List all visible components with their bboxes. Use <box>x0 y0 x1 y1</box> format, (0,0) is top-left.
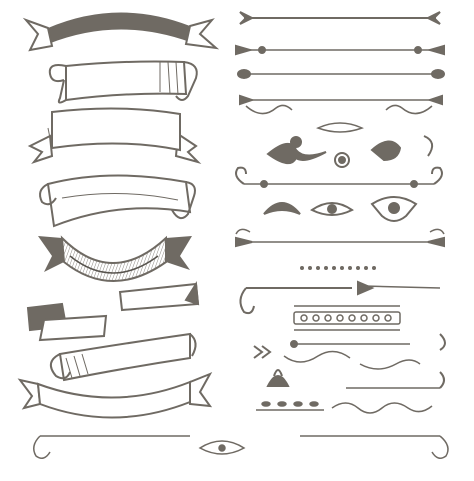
swirl-divider <box>235 166 443 188</box>
banner-tail-right <box>184 18 220 50</box>
banner-arched-solid <box>22 12 220 52</box>
corner-flourish-divider <box>33 435 449 459</box>
pearl-chain <box>300 266 376 270</box>
filigree-ornaments <box>266 122 434 168</box>
banner-smile-dark <box>38 235 192 282</box>
banner-long-scroll <box>49 332 197 382</box>
arrow-swirl-divider <box>235 228 445 248</box>
hook-divider <box>239 280 441 315</box>
beaded-band <box>293 305 401 331</box>
banner-folded-straight <box>27 107 202 165</box>
banner-split-ribbon <box>26 280 200 342</box>
arrow-scroll-divider <box>239 94 443 115</box>
laurel-vine <box>256 401 433 414</box>
crest-ornaments <box>263 196 418 222</box>
arrow-divider-2 <box>235 44 445 56</box>
chevron-divider <box>253 340 410 359</box>
banner-scroll-curled <box>48 60 198 104</box>
banner-wavy-scroll <box>39 174 196 228</box>
banner-tail-left <box>22 17 54 52</box>
banner-bottom-arc <box>17 372 213 419</box>
arrow-divider-1 <box>239 11 441 25</box>
fleur-ornament <box>266 369 445 389</box>
swirl-line-divider <box>283 333 446 370</box>
leaf-divider <box>237 69 445 79</box>
